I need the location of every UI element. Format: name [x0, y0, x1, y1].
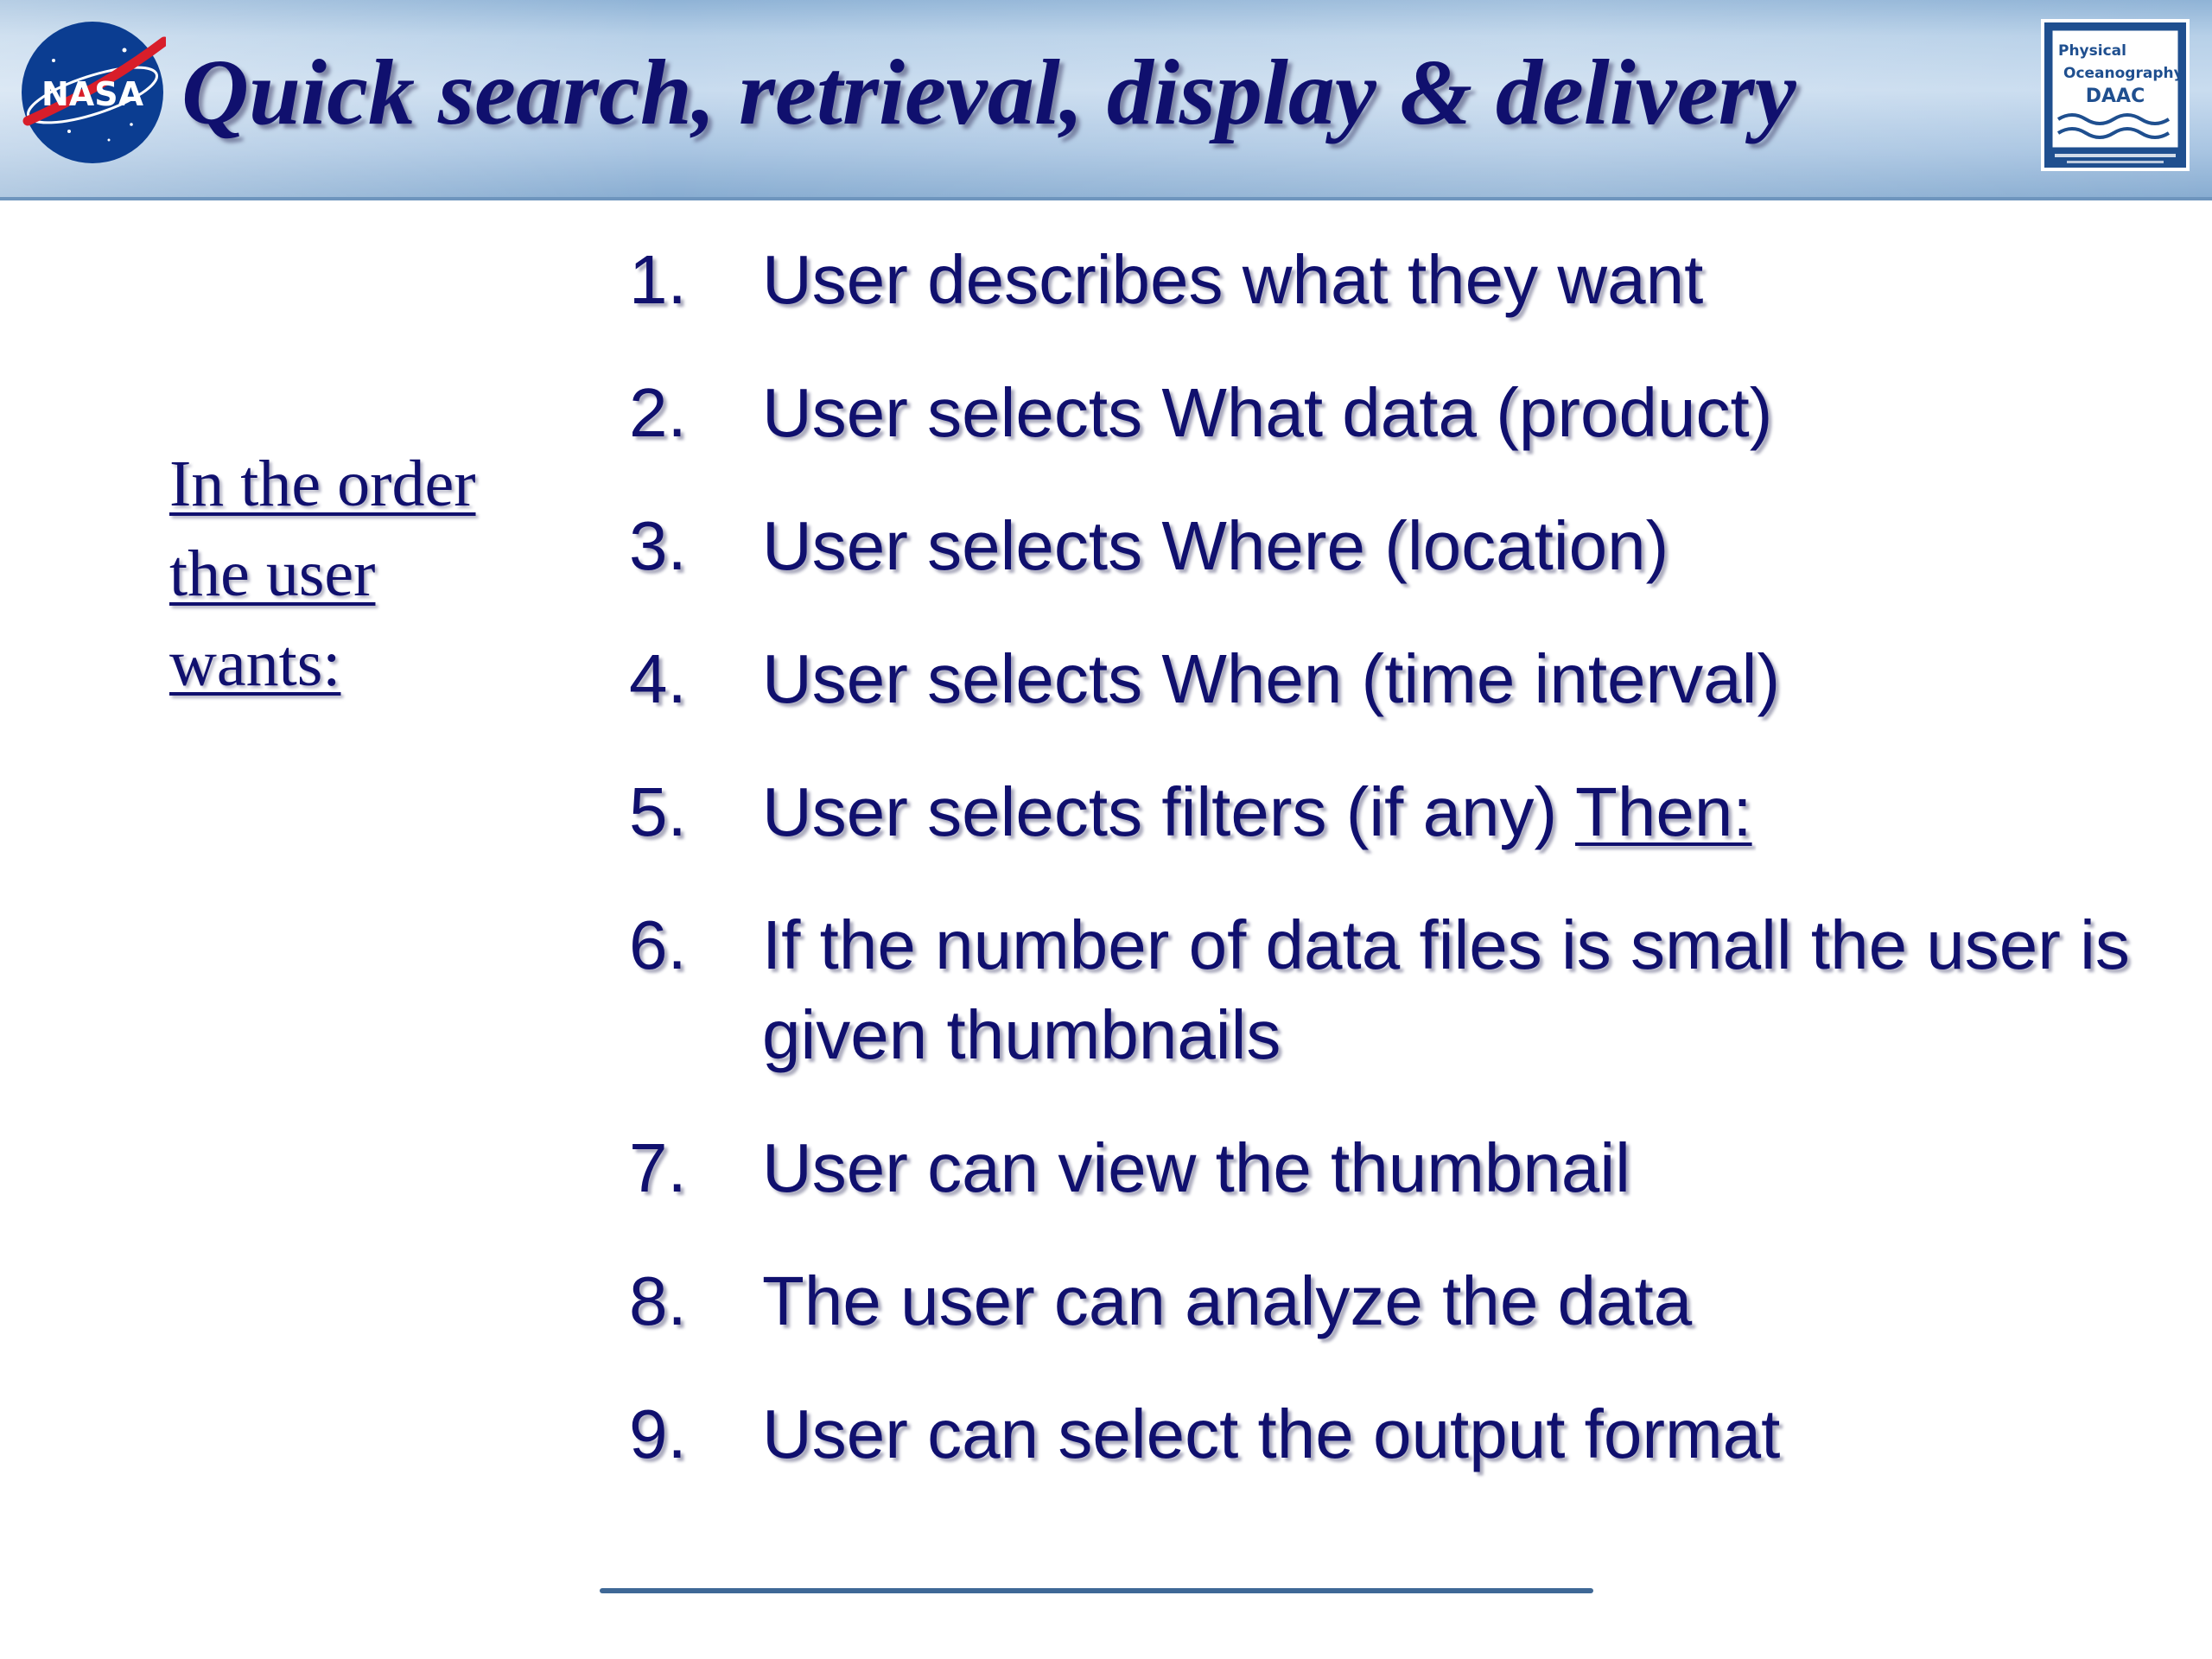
step-text: User can view the thumbnail [762, 1123, 2184, 1213]
step-text: User can select the output format [762, 1389, 2184, 1479]
step-text-body: The user can analyze the data [762, 1262, 1693, 1339]
list-item: 8. The user can analyze the data [629, 1256, 2184, 1346]
step-number: 4. [629, 640, 687, 717]
step-number: 8. [629, 1262, 687, 1339]
header-sheen [0, 0, 2212, 200]
list-item: 3. User selects Where (location) [629, 501, 2184, 591]
step-number: 7. [629, 1129, 687, 1206]
step-text: If the number of data files is small the… [762, 900, 2184, 1080]
step-text-body: User selects Where (location) [762, 507, 1669, 584]
side-note-line-3: wants: [169, 627, 341, 700]
side-note-line-2: the user [169, 537, 376, 610]
step-text: User selects Where (location) [762, 501, 2184, 591]
side-note: In the order the user wants: [169, 439, 532, 709]
list-item: 2. User selects What data (product) [629, 368, 2184, 458]
podaac-logo-line-2: Oceanography [2063, 65, 2183, 82]
list-item: 9. User can select the output format [629, 1389, 2184, 1479]
step-number: 9. [629, 1395, 687, 1472]
podaac-logo-icon: Physical Oceanography DAAC [2041, 19, 2190, 171]
step-text: User selects When (time interval) [762, 634, 2184, 724]
step-text: The user can analyze the data [762, 1256, 2184, 1346]
list-item: 4. User selects When (time interval) [629, 634, 2184, 724]
header-divider [0, 197, 2212, 200]
list-item: 6. If the number of data files is small … [629, 900, 2184, 1080]
nasa-logo-text: NASA [41, 75, 144, 113]
step-text-body: User selects What data (product) [762, 374, 1773, 451]
step-text: User describes what they want [762, 235, 2184, 325]
nasa-logo-icon: NASA [22, 22, 166, 163]
step-text-body: If the number of data files is small the… [762, 906, 2130, 1073]
step-then-label: Then: [1574, 773, 1752, 850]
list-item: 1. User describes what they want [629, 235, 2184, 325]
step-text-body: User can select the output format [762, 1395, 1781, 1472]
podaac-logo-line-1: Physical [2058, 42, 2126, 60]
step-text-body: User describes what they want [762, 241, 1704, 318]
step-text-body: User can view the thumbnail [762, 1129, 1630, 1206]
bottom-divider [600, 1588, 1593, 1593]
podaac-logo-line-3: DAAC [2086, 86, 2145, 107]
step-number: 3. [629, 507, 687, 584]
step-number: 6. [629, 906, 687, 983]
step-text-body: User selects When (time interval) [762, 640, 1781, 717]
list-item: 7. User can view the thumbnail [629, 1123, 2184, 1213]
steps-list: 1. User describes what they want 2. User… [629, 235, 2184, 1522]
step-text: User selects What data (product) [762, 368, 2184, 458]
side-note-line-1: In the order [169, 448, 476, 520]
step-text-body: User selects filters (if any) [762, 773, 1575, 850]
list-item: 5. User selects filters (if any) Then: [629, 767, 2184, 857]
page-title: Quick search, retrieval, display & deliv… [181, 41, 1796, 144]
step-number: 1. [629, 241, 687, 318]
step-text: User selects filters (if any) Then: [762, 767, 2184, 857]
step-number: 2. [629, 374, 687, 451]
header-banner: NASA Quick search, retrieval, display & … [0, 0, 2212, 200]
step-number: 5. [629, 773, 687, 850]
